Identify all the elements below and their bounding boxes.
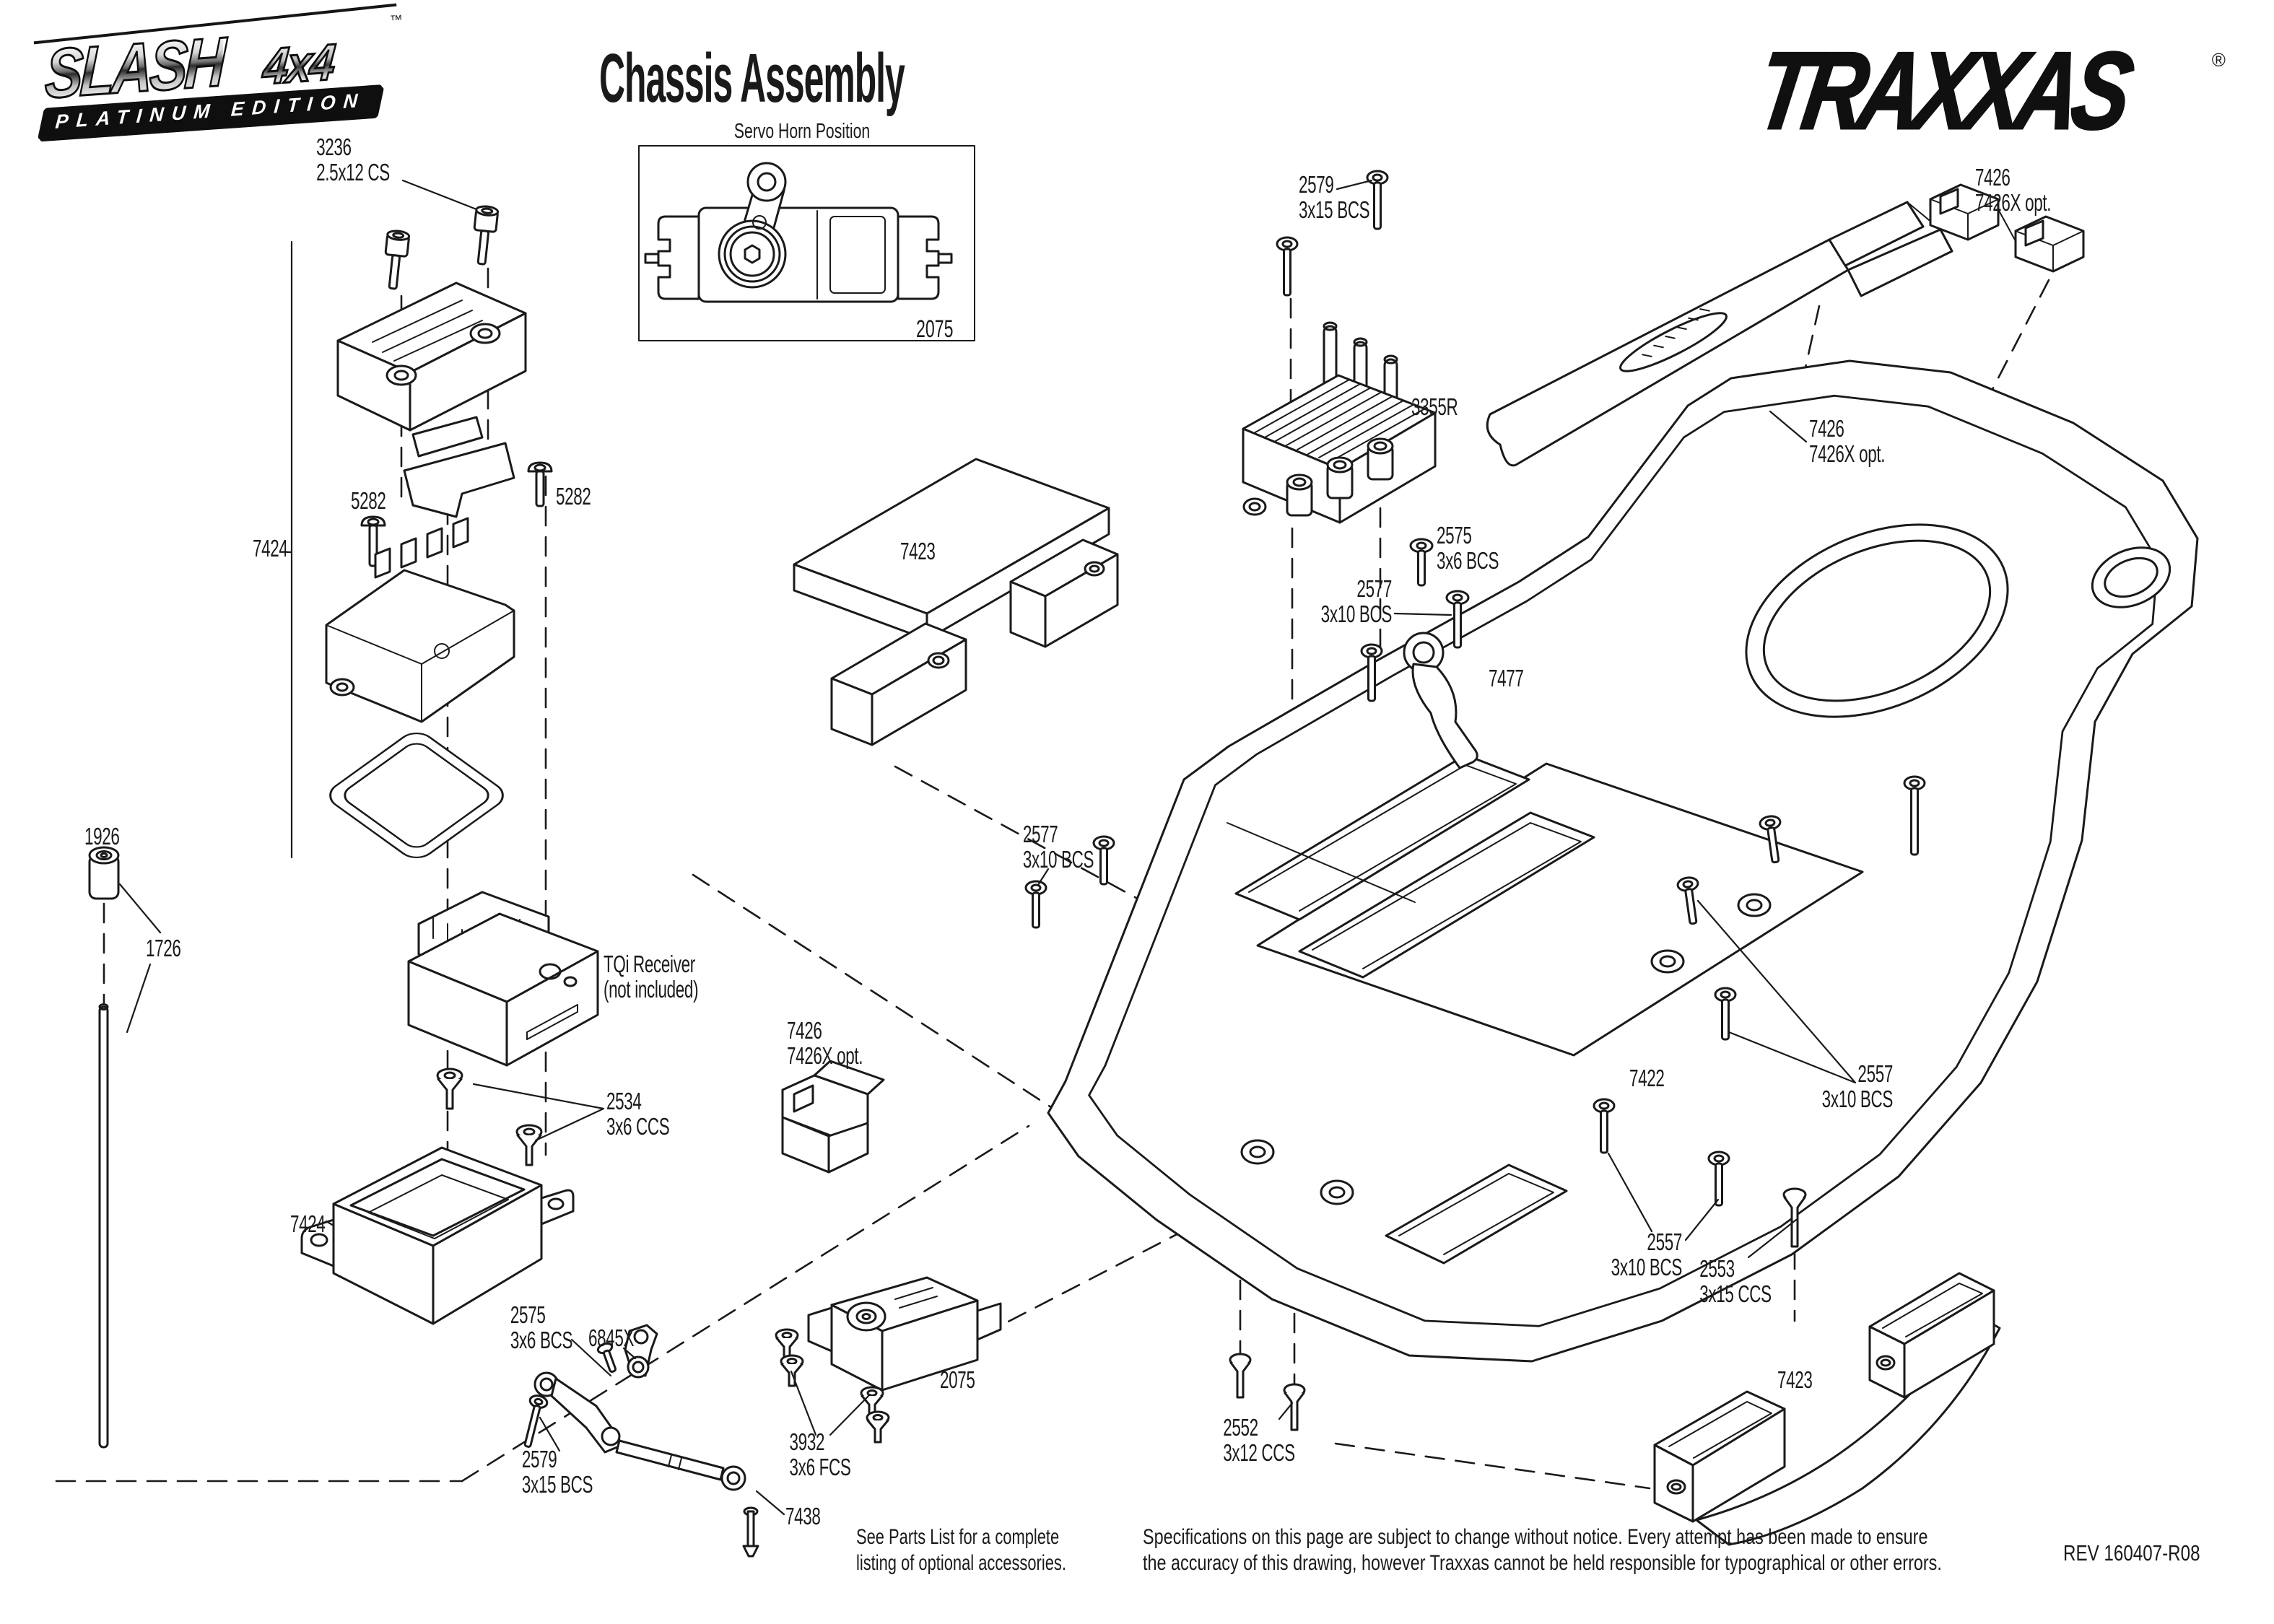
slash-logo-word: SLASH: [43, 22, 225, 114]
part-label-1926: 1926: [84, 823, 120, 850]
part-foam-pads: [403, 416, 515, 518]
disclaimer-line-1: Specifications on this page are subject …: [1143, 1525, 1928, 1549]
trademark-symbol: ™: [389, 12, 404, 28]
part-left-clip-7426: [781, 1060, 885, 1174]
traxxas-logo: TRAXXAS ®: [1748, 29, 2252, 154]
part-box-top-7424: [325, 517, 515, 723]
part-antenna: [88, 846, 120, 1449]
part-box-bottom-7424: [300, 1146, 575, 1325]
part-label-3355R: 3355R: [1411, 393, 1458, 420]
part-battery-clips-7426: [1929, 183, 2085, 273]
part-3236-screws: [384, 205, 500, 290]
part-label-7424-upper: 7424: [253, 535, 288, 562]
part-label-5282-left: 5282: [351, 487, 386, 514]
part-label-7423-mid: 7423: [900, 538, 936, 564]
part-2579-esc-screws: [1276, 170, 1389, 297]
part-label-5282-right: 5282: [556, 483, 591, 510]
note-line-2: listing of optional accessories.: [856, 1551, 1066, 1575]
part-battery-strap-7426: [1486, 201, 1953, 467]
part-2534-screws: [436, 1068, 543, 1166]
slash-logo-4x4: 4x4: [260, 32, 337, 96]
part-label-2075-servo: 2075: [940, 1366, 975, 1393]
part-servo-2075: [775, 1276, 1002, 1444]
part-label-tqi-receiver: TQi Receiver(not included): [604, 951, 699, 1003]
part-chassis-7422: [1047, 359, 2199, 1363]
inset-caption: Servo Horn Position: [733, 120, 871, 143]
part-steering-linkage: [523, 1324, 759, 1558]
optional-accessories-note: See Parts List for a complete listing of…: [856, 1524, 1066, 1576]
part-label-7424-lower: 7424: [290, 1210, 326, 1237]
part-label-6845X: 6845X: [588, 1324, 635, 1351]
registered-symbol: ®: [2211, 49, 2226, 71]
part-cable-clamp-7477: [1360, 538, 1478, 769]
part-label-7438: 7438: [785, 1503, 821, 1529]
disclaimer: Specifications on this page are subject …: [1143, 1524, 1942, 1576]
revision: REV 160407-R08: [2063, 1540, 2200, 1566]
page-title: Chassis Assembly: [599, 40, 905, 117]
part-label-7422: 7422: [1629, 1065, 1665, 1091]
part-tqi-receiver: [407, 891, 599, 1067]
part-gasket-7424: [329, 732, 504, 859]
part-label-7477: 7477: [1489, 665, 1524, 691]
disclaimer-line-2: the accuracy of this drawing, however Tr…: [1143, 1551, 1942, 1575]
part-label-1726: 1726: [146, 935, 181, 961]
inset-servo-horn: [638, 145, 975, 341]
inset-part-number: 2075: [916, 315, 954, 343]
traxxas-wordmark: TRAXXAS: [1748, 29, 2135, 154]
leader-lines: [118, 179, 1857, 1516]
screws-right-side: [1024, 775, 1926, 1431]
part-rear-bumper-7423: [1653, 1272, 2001, 1546]
part-battery-surround-7423: [793, 458, 1119, 746]
note-line-1: See Parts List for a complete: [856, 1525, 1060, 1549]
part-box-cover-7424: [336, 281, 527, 432]
part-esc-3355R: [1242, 170, 1437, 524]
part-label-7423-rear: 7423: [1777, 1366, 1813, 1393]
